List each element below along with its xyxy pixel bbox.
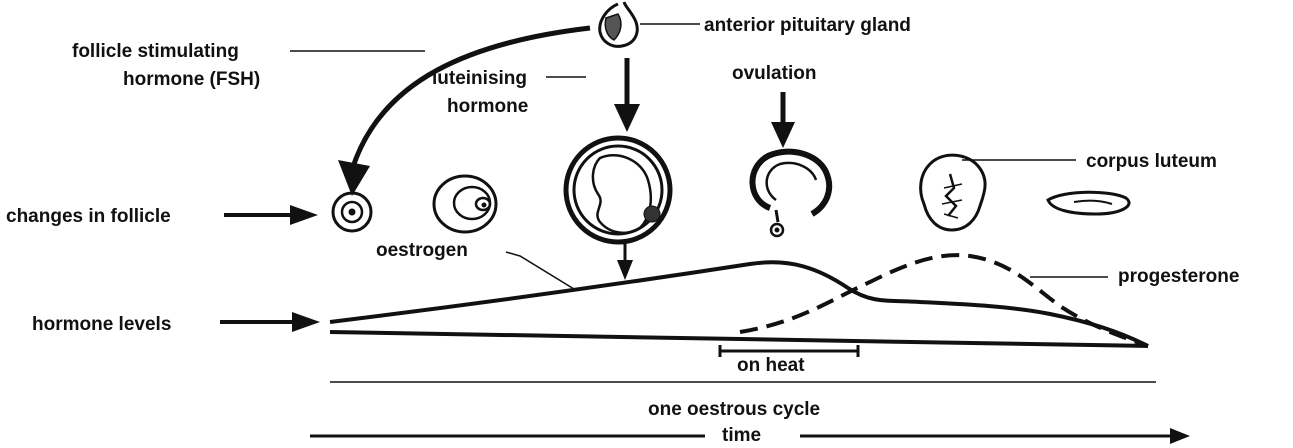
regressed-corpus-luteum (1048, 192, 1129, 214)
label-fsh-line1: follicle stimulating (72, 41, 239, 62)
lh-arrowhead (614, 104, 640, 132)
follicle-stage-1 (333, 193, 371, 231)
label-one-oestrous-cycle: one oestrous cycle (648, 399, 820, 420)
label-lh-line2: hormone (447, 96, 528, 117)
label-oestrogen: oestrogen (376, 240, 468, 261)
ovulation-arrowhead (771, 122, 795, 148)
label-lh-line1: luteinising (432, 68, 527, 89)
label-anterior-pituitary: anterior pituitary gland (704, 15, 911, 36)
pituitary-gland (600, 2, 637, 46)
hormone-levels-pointer-arrowhead (292, 312, 320, 332)
label-on-heat: on heat (737, 355, 805, 376)
label-fsh-line2: hormone (FSH) (123, 69, 260, 90)
hormone-baseline (330, 332, 1148, 346)
follicle-stage-3-mature (566, 138, 670, 242)
time-arrowhead (1170, 428, 1190, 444)
label-time: time (722, 425, 761, 446)
follicle-stage-2 (434, 176, 496, 232)
follicle-pointer-arrowhead (290, 205, 318, 225)
label-ovulation: ovulation (732, 63, 816, 84)
label-changes-in-follicle: changes in follicle (6, 206, 171, 227)
corpus-luteum (921, 155, 985, 230)
oestrogen-source-arrowhead (617, 260, 633, 280)
oestrogen-leader-line (506, 252, 574, 289)
label-hormone-levels: hormone levels (32, 314, 171, 335)
fsh-arrowhead (338, 160, 370, 196)
label-corpus-luteum: corpus luteum (1086, 151, 1217, 172)
ruptured-follicle (752, 152, 829, 236)
label-progesterone: progesterone (1118, 266, 1239, 287)
progesterone-curve (740, 255, 1148, 346)
